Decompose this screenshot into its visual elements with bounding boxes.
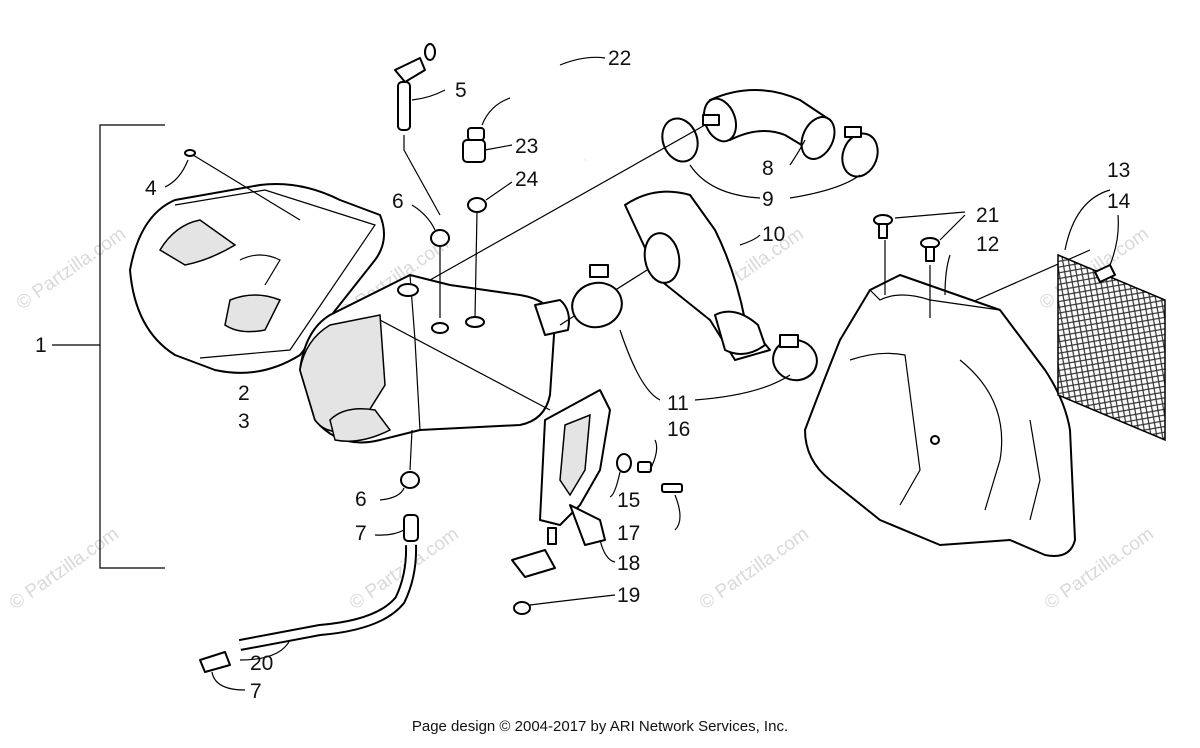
assembly-bracket	[52, 124, 165, 569]
bolt-part-17	[661, 483, 683, 531]
pad-part-19	[511, 549, 616, 615]
sensor-part-23	[462, 97, 513, 163]
callout-5: 5	[455, 79, 467, 102]
callout-3: 3	[238, 410, 250, 433]
callout-7-upper: 7	[355, 522, 367, 545]
hose-part-22	[424, 38, 626, 165]
callout-21: 21	[976, 204, 999, 227]
callout-6-bottom: 6	[355, 488, 367, 511]
callout-13: 13	[1107, 159, 1130, 182]
callout-23: 23	[515, 135, 538, 158]
callout-10: 10	[762, 223, 785, 246]
screw-part-21	[873, 211, 966, 318]
copyright-footer: Page design © 2004-2017 by ARI Network S…	[411, 718, 789, 735]
grommet-part-6-top	[411, 204, 450, 318]
hose-part-20	[238, 544, 418, 661]
callout-9: 9	[762, 188, 774, 211]
mount-bracket-part-18	[539, 389, 616, 563]
screen-part-13	[1057, 189, 1166, 442]
callout-14: 14	[1107, 190, 1131, 213]
screw-part-14	[1094, 214, 1119, 283]
fitting-part-5	[394, 57, 446, 216]
watermark: © Partzilla.com	[13, 223, 130, 314]
callout-22: 22	[608, 47, 631, 70]
callout-8: 8	[762, 157, 774, 180]
grommet-part-6-bottom	[379, 429, 420, 501]
clamp-part-11	[571, 264, 818, 401]
grommet-part-24	[467, 181, 513, 319]
watermark: © Partzilla.com	[6, 523, 123, 614]
callout-labels: 1 2 3 4 5 6 6 7 7 8 9 10 11 12 13 14 15 …	[35, 47, 1131, 703]
fitting-part-7-upper	[374, 514, 419, 542]
watermark: © Partzilla.com	[696, 523, 813, 614]
callout-24: 24	[515, 168, 539, 191]
fitting-part-7-lower	[199, 651, 246, 691]
callout-19: 19	[617, 584, 640, 607]
callout-15: 15	[617, 489, 640, 512]
intake-duct-part-10	[624, 190, 771, 361]
callout-7-lower: 7	[250, 680, 262, 703]
air-box-housing-part-12	[804, 254, 1076, 557]
callout-1: 1	[35, 334, 47, 357]
nut-part-16	[637, 439, 658, 473]
callout-20: 20	[250, 652, 273, 675]
callout-2: 2	[238, 382, 250, 405]
callout-11: 11	[667, 392, 689, 415]
callout-17: 17	[617, 522, 640, 545]
elbow-hose-part-8	[703, 89, 836, 166]
callout-12: 12	[976, 233, 999, 256]
screw-part-4	[164, 149, 301, 221]
clamp-part-9	[661, 114, 879, 199]
air-box-body-part	[299, 274, 570, 444]
callout-6-top: 6	[392, 190, 404, 213]
callout-16: 16	[667, 418, 690, 441]
callout-4: 4	[145, 177, 157, 200]
callout-18: 18	[617, 552, 640, 575]
washer-part-15	[609, 453, 632, 498]
